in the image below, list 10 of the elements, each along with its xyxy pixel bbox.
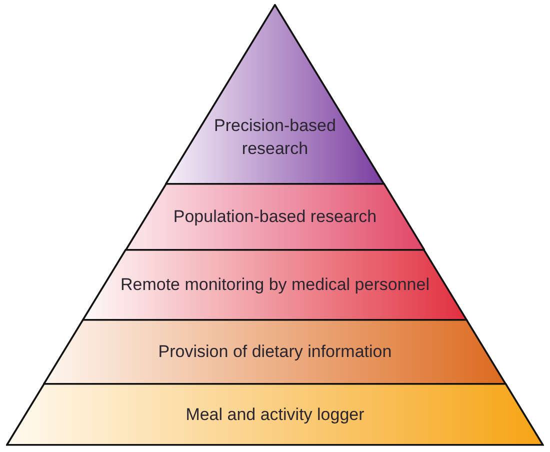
pyramid-tier [124, 183, 426, 251]
tier-label: Provision of dietary information [158, 341, 392, 364]
tier-label: Remote monitoring by medical personnel [120, 274, 430, 296]
tier-label: Meal and activity logger [186, 404, 364, 426]
pyramid-tier [6, 383, 544, 446]
tier-label: Population-based research [173, 206, 377, 228]
pyramid-tier [165, 4, 385, 185]
pyramid-tier [82, 249, 468, 321]
tier-label: Precision-based research [213, 115, 337, 160]
pyramid-tier [43, 319, 507, 385]
